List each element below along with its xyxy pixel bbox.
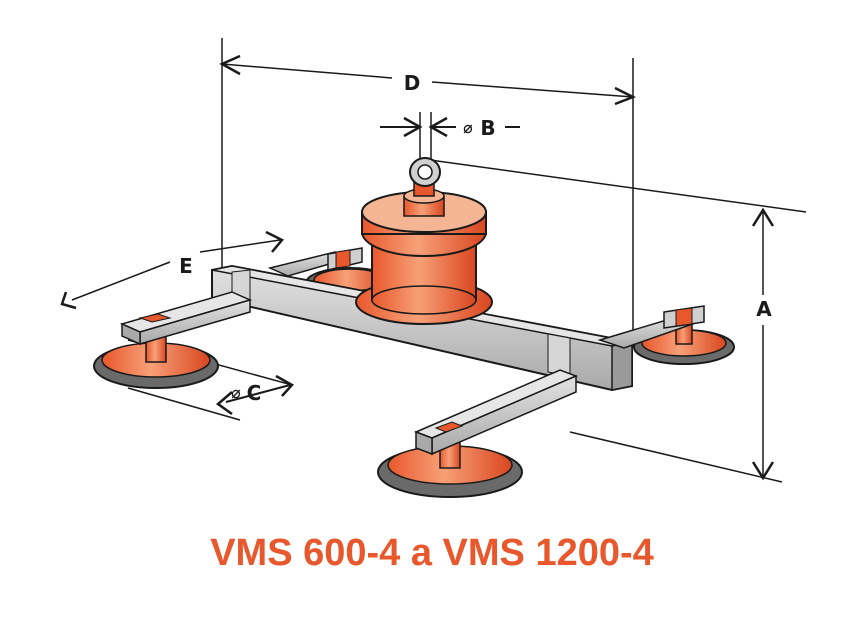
product-title: VMS 600-4 a VMS 1200-4 <box>210 532 654 574</box>
arm-rear-right <box>597 305 705 349</box>
dimension-label-c: C <box>247 381 262 405</box>
diameter-symbol-c: ⌀ <box>231 383 241 402</box>
dimension-label-d: D <box>404 71 421 95</box>
suction-pad-rear-right <box>633 321 735 365</box>
arm-front-right <box>413 369 579 456</box>
suction-pad-front-left <box>93 335 219 389</box>
dimension-lines <box>60 38 807 483</box>
vacuum-canister <box>355 179 493 325</box>
dimension-label-a: A <box>756 297 772 321</box>
arm-rear-left <box>267 247 363 277</box>
dimension-label-b: B <box>480 116 495 140</box>
suction-pad-front-right <box>377 439 523 498</box>
lifting-eye <box>409 157 441 187</box>
arm-front-left <box>119 291 253 346</box>
dimension-label-e: E <box>179 254 193 278</box>
diameter-symbol-b: ⌀ <box>463 118 473 137</box>
